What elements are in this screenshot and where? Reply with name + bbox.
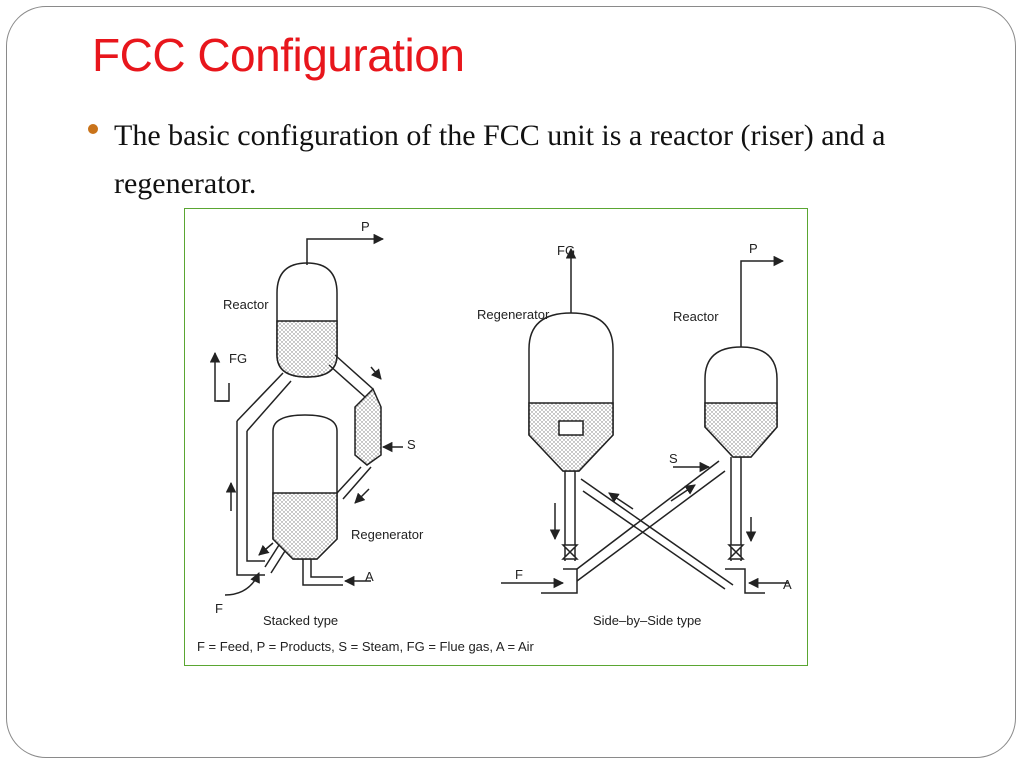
sbs-reactor-catalyst [704, 402, 778, 458]
stacked-reactor-label: Reactor [223, 297, 269, 312]
sbs-feed-label: F [515, 567, 523, 582]
slide-frame [6, 6, 1016, 758]
sbs-product-arrow [740, 255, 785, 347]
sbs-product-label: P [749, 241, 758, 256]
stacked-product-arrow [306, 233, 385, 265]
stacked-feed-arrow [224, 572, 260, 596]
stacked-standpipe-arrow [354, 488, 370, 504]
sbs-caption: Side–by–Side type [593, 613, 701, 628]
sbs-regenerator-vessel [528, 312, 614, 472]
stacked-regenerator-catalyst [272, 492, 338, 560]
stacked-regenerator-label: Regenerator [351, 527, 424, 542]
figure-legend: F = Feed, P = Products, S = Steam, FG = … [197, 639, 535, 654]
stacked-feed-label: F [215, 601, 223, 616]
sbs-transfer-line-2 [580, 478, 734, 586]
bullet-marker [88, 124, 98, 134]
sbs-transfer-line-1 [576, 470, 726, 582]
stacked-caption: Stacked type [263, 613, 338, 628]
stacked-reactor-catalyst [276, 320, 338, 378]
sbs-steam-label: S [669, 451, 678, 466]
sbs-regenerator-catalyst [528, 402, 614, 472]
bullet-text: The basic configuration of the FCC unit … [114, 119, 886, 200]
sbs-air-label: A [783, 577, 792, 592]
sbs-regenerator-label: Regenerator [477, 307, 550, 322]
fcc-diagram: P Reactor FG S Regenerator A F Stacked t… [184, 208, 808, 666]
stacked-stripper [354, 387, 382, 466]
sbs-reactor-label: Reactor [673, 309, 719, 324]
sbs-fg-label: FG [557, 243, 575, 258]
stacked-fg-arrow [209, 351, 229, 402]
stacked-fg-label: FG [229, 351, 247, 366]
stacked-type-unit [209, 233, 403, 596]
slide-title: FCC Configuration [92, 29, 465, 81]
fcc-diagram-svg: P Reactor FG S Regenerator A F Stacked t… [197, 219, 792, 654]
stacked-air-label: A [365, 569, 374, 584]
stacked-spent-arrow [370, 366, 382, 380]
side-by-side-unit [501, 247, 789, 594]
stacked-steam-label: S [407, 437, 416, 452]
stacked-product-label: P [361, 219, 370, 234]
